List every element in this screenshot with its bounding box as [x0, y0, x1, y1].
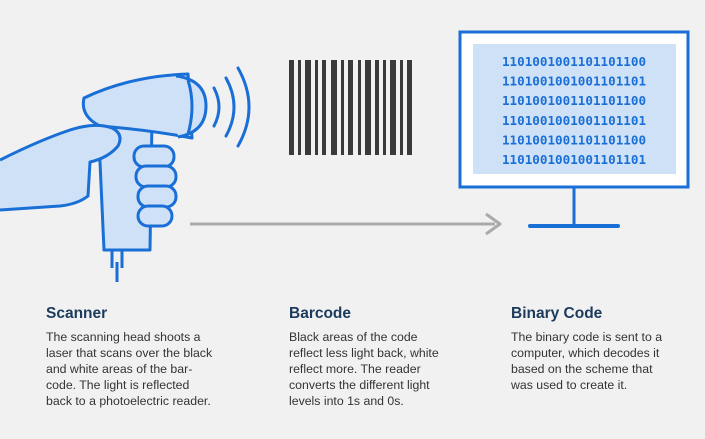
barcode-bar — [375, 60, 379, 155]
barcode-bar — [341, 60, 344, 155]
barcode-bar — [331, 60, 337, 155]
scanner-description: The scanning head shoots a laser that sc… — [46, 330, 213, 408]
barcode-bar — [358, 60, 361, 155]
binary-line: 1101001001001101101 — [502, 152, 646, 167]
barcode-bar — [289, 60, 294, 155]
barcode-bar — [298, 60, 301, 155]
barcode-bar — [348, 60, 353, 155]
binary-line: 1101001001101101100 — [502, 54, 646, 69]
binary-line: 1101001001101101100 — [502, 132, 646, 147]
scanner-title: Scanner — [46, 305, 108, 322]
barcode-bar — [383, 60, 386, 155]
binary-code-title: Binary Code — [511, 305, 603, 322]
arrow-icon — [190, 212, 502, 236]
barcode-icon — [289, 60, 412, 155]
binary-line: 1101001001001101101 — [502, 113, 646, 128]
barcode-title: Barcode — [289, 305, 352, 322]
binary-code-section: Binary Code The binary code is sent to a… — [511, 305, 701, 393]
barcode-bar — [390, 60, 396, 155]
barcode-bar — [407, 60, 412, 155]
scanner-icon — [0, 66, 251, 282]
binary-code-display: 1101001001101101100 1101001001001101101 11… — [502, 54, 646, 167]
binary-line: 1101001001101101100 — [502, 93, 646, 108]
binary-code-description: The binary code is sent to a computer, w… — [511, 330, 663, 392]
barcode-bar — [365, 60, 371, 155]
barcode-bar — [315, 60, 318, 155]
barcode-bar — [322, 60, 326, 155]
barcode-description: Black areas of the code reflect less lig… — [289, 330, 439, 408]
barcode-section: Barcode Black areas of the code reflect … — [289, 305, 489, 409]
scanner-section: Scanner The scanning head shoots a laser… — [46, 305, 246, 409]
barcode-bar — [400, 60, 403, 155]
binary-line: 1101001001001101101 — [502, 74, 646, 89]
monitor-icon — [458, 30, 690, 228]
illustration: 1101001001101101100 1101001001001101101 11… — [0, 30, 690, 282]
barcode-bar — [305, 60, 311, 155]
